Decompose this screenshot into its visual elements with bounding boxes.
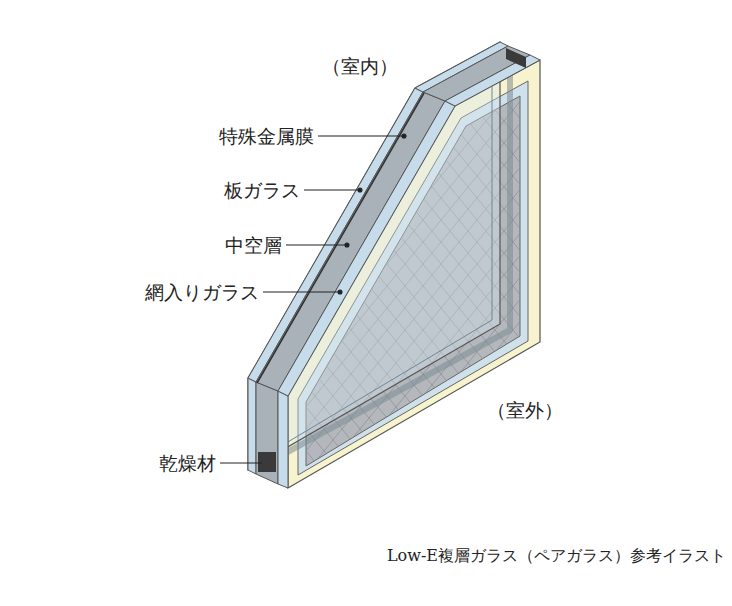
desiccant	[258, 452, 276, 472]
part-label: 乾燥材	[159, 452, 216, 475]
edge-faces	[248, 42, 540, 488]
room-label: （室外）	[487, 399, 563, 422]
part-label: 特殊金属膜	[219, 125, 314, 148]
indoor-pane-inner	[256, 56, 492, 461]
room-label: （室内）	[322, 55, 398, 78]
caption: Low-E複層ガラス（ペアガラス）参考イラスト	[387, 546, 726, 565]
desiccant	[506, 48, 526, 68]
part-label: 板ガラス	[224, 179, 300, 202]
part-label: 網入りガラス	[145, 281, 259, 304]
part-label: 中空層	[225, 234, 282, 257]
